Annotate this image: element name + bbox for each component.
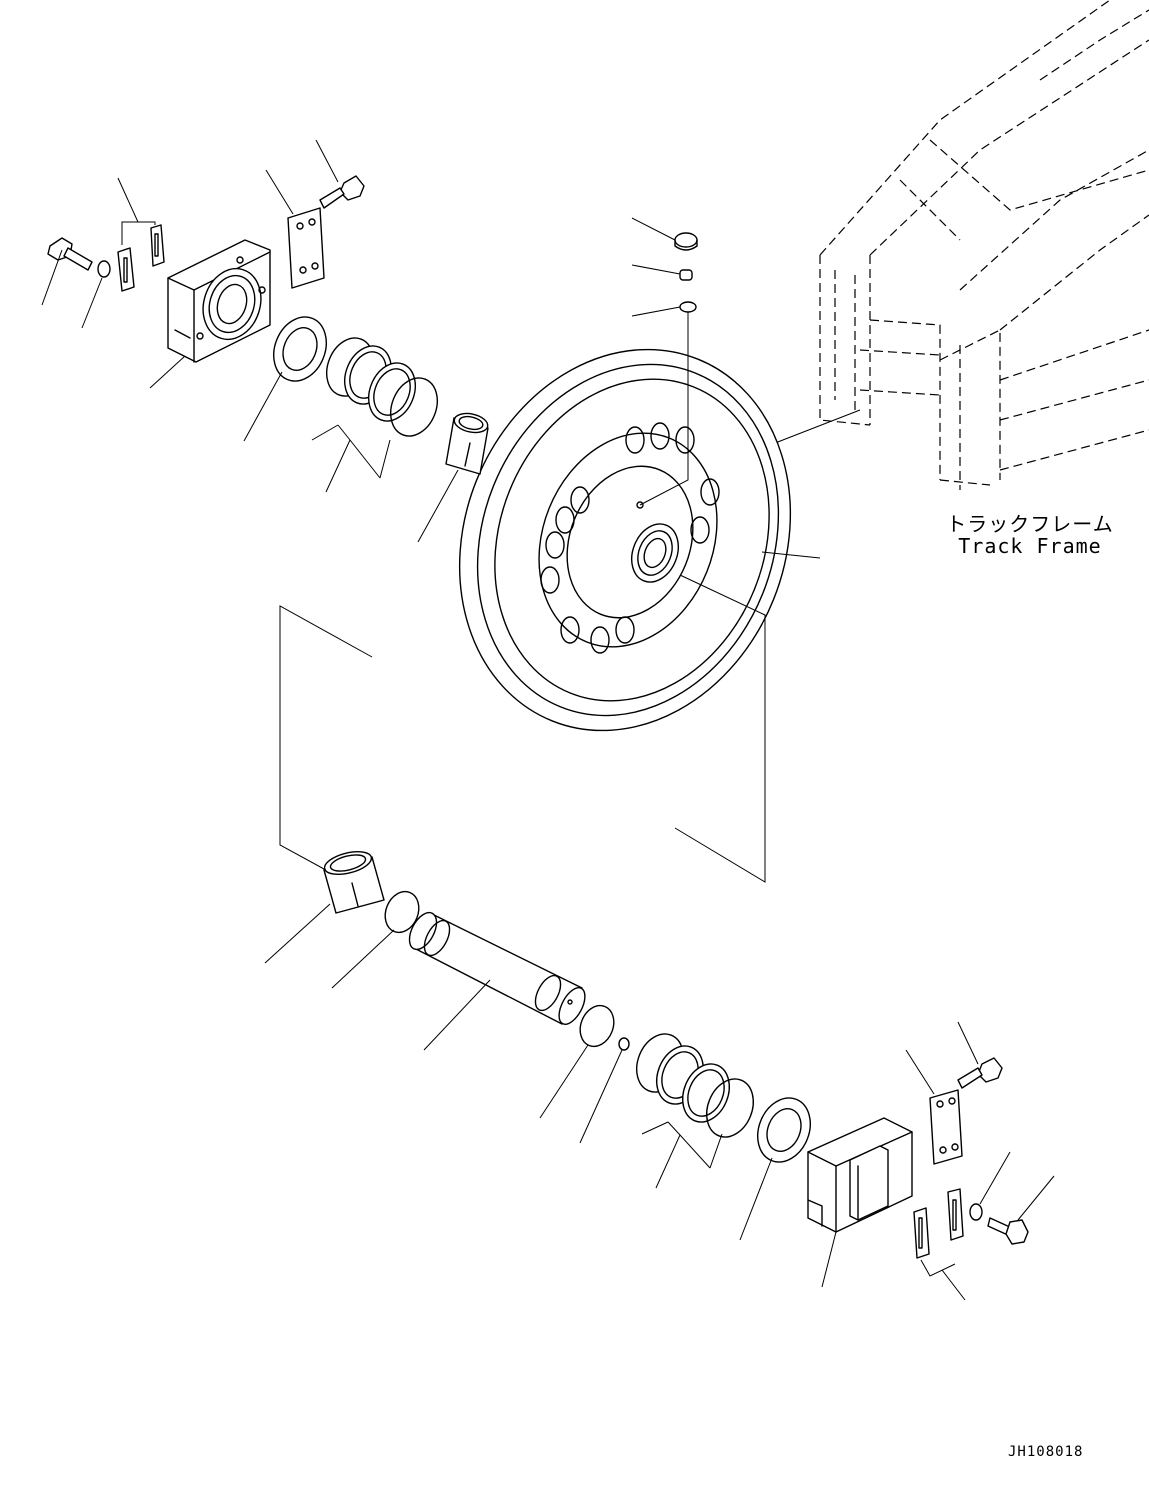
washer-left-upper bbox=[81, 260, 111, 329]
guard-ring-lower bbox=[739, 1097, 811, 1241]
grease-leader bbox=[639, 312, 689, 506]
bolt-top-upper bbox=[315, 139, 365, 209]
drawing-id: JH108018 bbox=[1008, 1444, 1084, 1460]
guard-ring-upper bbox=[243, 316, 327, 442]
bushing-lower bbox=[264, 850, 385, 964]
o-ring-lower-right bbox=[539, 1004, 615, 1119]
shim-left-1 bbox=[117, 247, 135, 292]
support-bracket-lower bbox=[807, 1117, 913, 1288]
nipple-part bbox=[631, 264, 693, 281]
bolt-top-lower bbox=[957, 1021, 1003, 1089]
o-ring-small-part bbox=[631, 301, 697, 317]
shim-leader-lower bbox=[920, 1259, 966, 1301]
floating-seal-lower bbox=[636, 1033, 754, 1189]
plate-upper bbox=[265, 169, 325, 289]
plate-lower bbox=[905, 1049, 963, 1165]
bushing-upper bbox=[417, 412, 489, 543]
track-frame bbox=[819, 0, 1149, 490]
shim-lower-2 bbox=[913, 1207, 930, 1259]
plug-part bbox=[631, 217, 698, 251]
shim-leader-upper bbox=[117, 177, 156, 245]
bolt-left-upper bbox=[41, 237, 93, 306]
support-bracket-upper bbox=[149, 239, 271, 389]
plug-lower bbox=[579, 1037, 630, 1144]
shim-lower-1 bbox=[947, 1188, 964, 1241]
washer-lower bbox=[969, 1151, 1011, 1221]
idler-wheel-leader bbox=[761, 551, 821, 559]
assembly-bracket-left bbox=[279, 605, 373, 876]
track-frame-leader bbox=[769, 409, 861, 446]
o-ring-lower-left bbox=[331, 890, 420, 989]
assembly-bracket-right bbox=[674, 574, 766, 883]
idler-wheel bbox=[458, 348, 792, 732]
bolt-lower-right bbox=[987, 1175, 1055, 1245]
floating-seal-upper bbox=[311, 337, 438, 493]
shim-left-2 bbox=[150, 224, 165, 267]
track-frame-label-japanese: トラックフレーム bbox=[946, 512, 1114, 536]
shaft bbox=[408, 911, 586, 1051]
track-frame-label-english: Track Frame bbox=[958, 534, 1102, 558]
